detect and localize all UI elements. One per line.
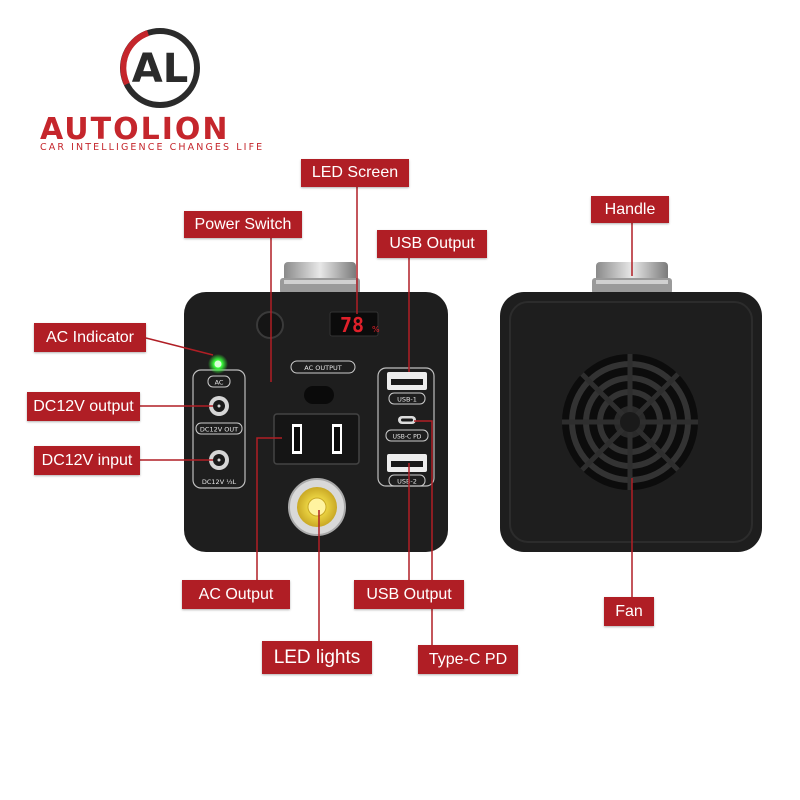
callout-handle: Handle [591,196,669,223]
fan-grille [562,354,698,490]
dc12v-out-port [209,396,229,416]
usbc-panel-label: USB-C PD [393,434,422,441]
leader-lines [140,187,633,645]
callout-type-c-pd: Type-C PD [418,645,518,674]
callout-led-lights: LED lights [262,641,372,674]
callout-ac-indicator: AC Indicator [34,323,146,352]
usb1-panel-label: USB-1 [397,396,417,404]
screen-value: 78 [340,313,364,337]
brand-tagline: CAR INTELLIGENCE CHANGES LIFE [40,142,265,153]
autolion-logo-mark: AL [120,28,200,108]
dc-out-panel-label: DC12V OUT [200,426,238,434]
callout-usb-output-bottom: USB Output [354,580,464,609]
ac-button [304,386,334,404]
dc12v-in-port [209,450,229,470]
callout-power-switch: Power Switch [184,211,302,238]
usb-1-port [387,372,427,390]
ac-panel-label: AC [215,379,224,387]
led-light [288,478,346,536]
usb2-panel-label: USB-2 [397,478,417,486]
brand-name: AUTOLION [40,112,230,147]
usb-2-port [387,454,427,472]
screen-unit: % [372,325,380,334]
dc-in-panel-label: DC12V ⅓L [202,478,237,486]
callout-led-screen: LED Screen [301,159,409,187]
usb-c-port [398,416,416,424]
ac-output-panel-label: AC OUTPUT [304,364,341,372]
power-switch-icon [256,311,284,339]
callout-fan: Fan [604,597,654,626]
callout-ac-output: AC Output [182,580,290,609]
callout-dc12v-input: DC12V input [34,446,140,475]
logo-monogram: AL [132,46,188,92]
callout-usb-output-top: USB Output [377,230,487,258]
led-screen: 78 % [329,311,380,337]
callout-dc12v-output: DC12V output [27,392,140,421]
front-handle [280,262,360,294]
ac-socket [273,413,360,465]
